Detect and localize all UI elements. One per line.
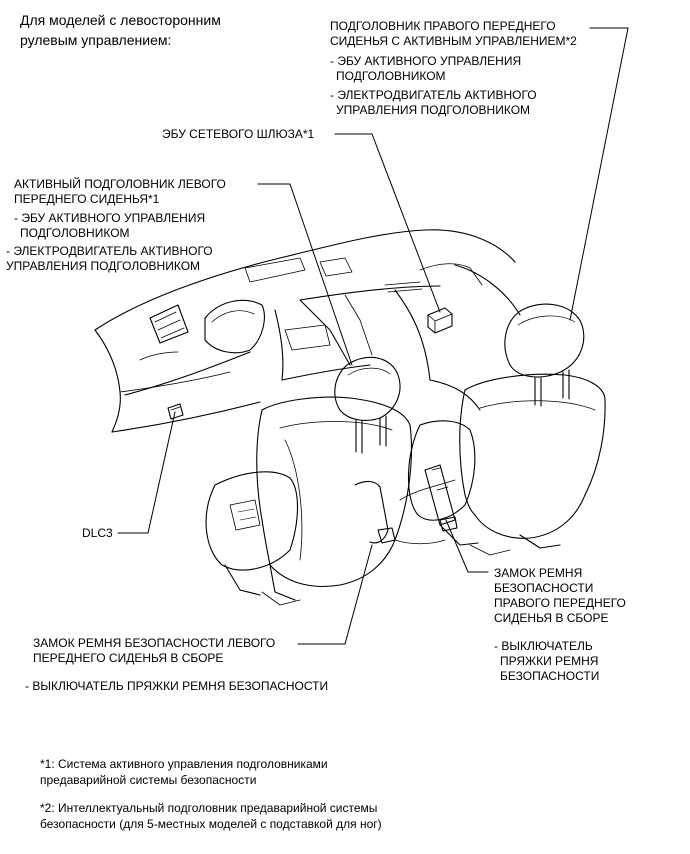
- callout-title-line: ПЕРЕДНЕГО СИДЕНЬЯ В СБОРЕ: [33, 651, 224, 665]
- header-line: Для моделей с левосторонним: [20, 12, 221, 28]
- leader-left-buckle: [297, 544, 373, 645]
- callout-item-line: - ЭЛЕКТРОДВИГАТЕЛЬ АКТИВНОГО: [6, 244, 213, 258]
- leader-right-headrest: [569, 27, 629, 321]
- callout-right-headrest: ПОДГОЛОВНИК ПРАВОГО ПЕРЕДНЕГО СИДЕНЬЯ С …: [330, 19, 577, 118]
- leader-lines: [117, 27, 629, 645]
- leader-right-buckle: [445, 519, 489, 573]
- footnote-line: *2: Интеллектуальный подголовник предава…: [40, 801, 378, 815]
- callout-item-line: ПРЯЖКИ РЕМНЯ: [500, 654, 599, 668]
- right-front-seat: [407, 373, 606, 556]
- callout-title-line: ЗАМОК РЕМНЯ БЕЗОПАСНОСТИ ЛЕВОГО: [33, 636, 276, 650]
- callout-left-headrest: АКТИВНЫЙ ПОДГОЛОВНИК ЛЕВОГО ПЕРЕДНЕГО СИ…: [6, 177, 226, 274]
- header-line: рулевым управлением:: [20, 32, 172, 48]
- callout-title-line: ЭБУ СЕТЕВОГО ШЛЮЗА*1: [162, 127, 315, 141]
- callout-item-line: - ЭБУ АКТИВНОГО УПРАВЛЕНИЯ: [14, 211, 206, 225]
- right-headrest: [504, 303, 585, 407]
- callout-title-line: СИДЕНЬЯ В СБОРЕ: [494, 611, 609, 625]
- footnote-line: безопасности (для 5-местных моделей с по…: [40, 817, 382, 831]
- leader-left-headrest: [257, 183, 353, 366]
- callout-title-line: АКТИВНЫЙ ПОДГОЛОВНИК ЛЕВОГО: [14, 177, 226, 191]
- leader-dlc3: [117, 411, 176, 534]
- callout-right-buckle: ЗАМОК РЕМНЯ БЕЗОПАСНОСТИ ПРАВОГО ПЕРЕДНЕ…: [494, 566, 626, 684]
- callout-left-buckle: ЗАМОК РЕМНЯ БЕЗОПАСНОСТИ ЛЕВОГО ПЕРЕДНЕГ…: [25, 636, 328, 694]
- callout-item-line: ПОДГОЛОВНИКОМ: [20, 226, 130, 240]
- callout-title-line: БЕЗОПАСНОСТИ: [494, 581, 594, 595]
- callout-title-line: СИДЕНЬЯ С АКТИВНЫМ УПРАВЛЕНИЕМ*2: [330, 34, 577, 48]
- callout-item-line: - ЭБУ АКТИВНОГО УПРАВЛЕНИЯ: [330, 54, 522, 68]
- footnote-line: предаварийной системы безопасности: [40, 773, 257, 787]
- callout-title-line: ПЕРЕДНЕГО СИДЕНЬЯ*1: [14, 192, 160, 206]
- callout-item-line: - ЭЛЕКТРОДВИГАТЕЛЬ АКТИВНОГО: [330, 88, 537, 102]
- callout-title-line: ПРАВОГО ПЕРЕДНЕГО: [494, 596, 626, 610]
- gateway-ecu-box: [427, 307, 453, 334]
- footnote-1: *1: Система активного управления подголо…: [40, 756, 328, 788]
- callout-item-line: УПРАВЛЕНИЯ ПОДГОЛОВНИКОМ: [336, 103, 531, 117]
- left-headrest: [334, 356, 401, 454]
- callout-item-line: - ВЫКЛЮЧАТЕЛЬ: [494, 639, 593, 653]
- callout-title-line: DLC3: [82, 526, 113, 540]
- callout-title-line: ПОДГОЛОВНИК ПРАВОГО ПЕРЕДНЕГО: [330, 19, 556, 33]
- callout-dlc3: DLC3: [82, 526, 113, 541]
- dashboard: [94, 229, 521, 433]
- instrument-panel: [139, 257, 423, 361]
- callout-item-line: УПРАВЛЕНИЯ ПОДГОЛОВНИКОМ: [6, 259, 201, 273]
- leader-gateway-ecu: [334, 133, 441, 313]
- diagram-header: Для моделей с левосторонним рулевым упра…: [20, 10, 221, 50]
- callout-item-line: БЕЗОПАСНОСТИ: [500, 669, 600, 683]
- dlc3-connector: [167, 403, 184, 420]
- left-front-seat: [205, 396, 456, 606]
- callout-item-line: - ВЫКЛЮЧАТЕЛЬ ПРЯЖКИ РЕМНЯ БЕЗОПАСНОСТИ: [25, 679, 329, 693]
- footnote-2: *2: Интеллектуальный подголовник предава…: [40, 800, 382, 832]
- footnote-line: *1: Система активного управления подголо…: [40, 757, 328, 771]
- callout-item-line: ПОДГОЛОВНИКОМ: [336, 69, 446, 83]
- callout-gateway-ecu: ЭБУ СЕТЕВОГО ШЛЮЗА*1: [162, 127, 314, 142]
- callout-title-line: ЗАМОК РЕМНЯ: [494, 566, 583, 580]
